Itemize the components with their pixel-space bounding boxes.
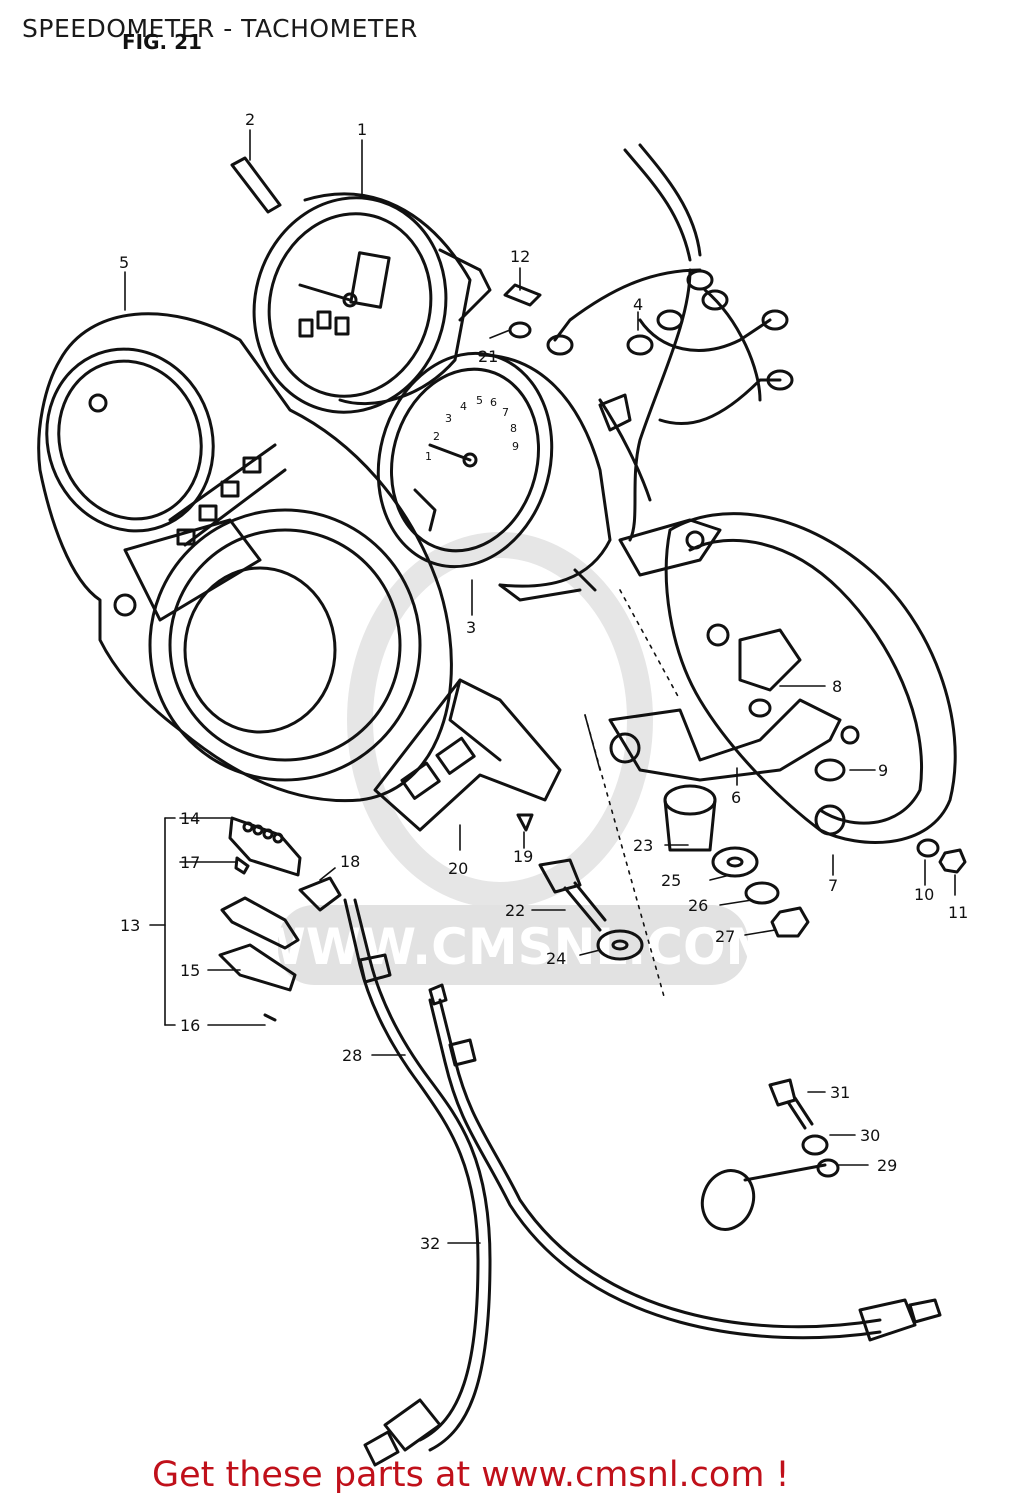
watermark: WWW.CMSNL.COM	[251, 532, 776, 985]
tach-number: 2	[433, 430, 440, 443]
wiring-harness	[546, 143, 794, 542]
tach-number: 8	[510, 422, 517, 435]
callout-15: 15	[180, 961, 200, 980]
callout-7: 7	[828, 876, 838, 895]
callout-3: 3	[466, 618, 476, 637]
callout-18: 18	[340, 852, 360, 871]
page-title: SPEEDOMETER - TACHOMETER	[22, 14, 418, 43]
callout-8: 8	[832, 677, 842, 696]
tach-number: 5	[476, 394, 483, 407]
callout-20: 20	[448, 859, 468, 878]
callout-21: 21	[478, 347, 498, 366]
tach-number: 3	[445, 412, 452, 425]
speedometer	[376, 351, 612, 602]
callout-19: 19	[513, 847, 533, 866]
callout-16: 16	[180, 1016, 200, 1035]
callout-29: 29	[877, 1156, 897, 1175]
tachometer-scale: 1 2 3 4 5 6 7 8 9	[425, 394, 519, 463]
callout-6: 6	[731, 788, 741, 807]
indicator-housing	[373, 678, 562, 832]
meter-bracket	[664, 512, 957, 844]
callout-26: 26	[688, 896, 708, 915]
callout-25: 25	[661, 871, 681, 890]
footer-link[interactable]: Get these parts at www.cmsnl.com !	[152, 1455, 790, 1495]
tachometer	[252, 192, 492, 414]
tach-number: 9	[512, 440, 519, 453]
mounting-stay	[608, 518, 842, 782]
watermark-text: WWW.CMSNL.COM	[251, 918, 776, 976]
callout-2: 2	[245, 110, 255, 129]
callout-23: 23	[633, 836, 653, 855]
figure-label: FIG. 21	[122, 30, 202, 54]
callout-9: 9	[878, 761, 888, 780]
callout-24: 24	[546, 949, 566, 968]
callout-17: 17	[180, 853, 200, 872]
tach-number: 1	[425, 450, 432, 463]
callout-12: 12	[510, 247, 530, 266]
tach-number: 6	[490, 396, 497, 409]
callout-13: 13	[120, 916, 140, 935]
callout-27: 27	[715, 927, 735, 946]
hardware	[230, 156, 967, 1231]
indicator-block	[218, 816, 342, 1022]
callout-4: 4	[633, 295, 643, 314]
callout-10: 10	[914, 885, 934, 904]
tach-number: 4	[460, 400, 467, 413]
callout-30: 30	[860, 1126, 880, 1145]
instrument-cover	[37, 312, 453, 803]
callout-5: 5	[119, 253, 129, 272]
callout-32: 32	[420, 1234, 440, 1253]
meter-cables	[343, 898, 942, 1467]
callout-11: 11	[948, 903, 968, 922]
callout-14: 14	[180, 809, 200, 828]
leader-lines	[124, 129, 956, 1244]
callout-22: 22	[505, 901, 525, 920]
tach-number: 7	[502, 406, 509, 419]
callout-28: 28	[342, 1046, 362, 1065]
callout-labels: 1 2 3 4 5 6 7 8 9 10 11 12 13 14 15 16 1…	[119, 110, 968, 1253]
callout-31: 31	[830, 1083, 850, 1102]
callout-1: 1	[357, 120, 367, 139]
